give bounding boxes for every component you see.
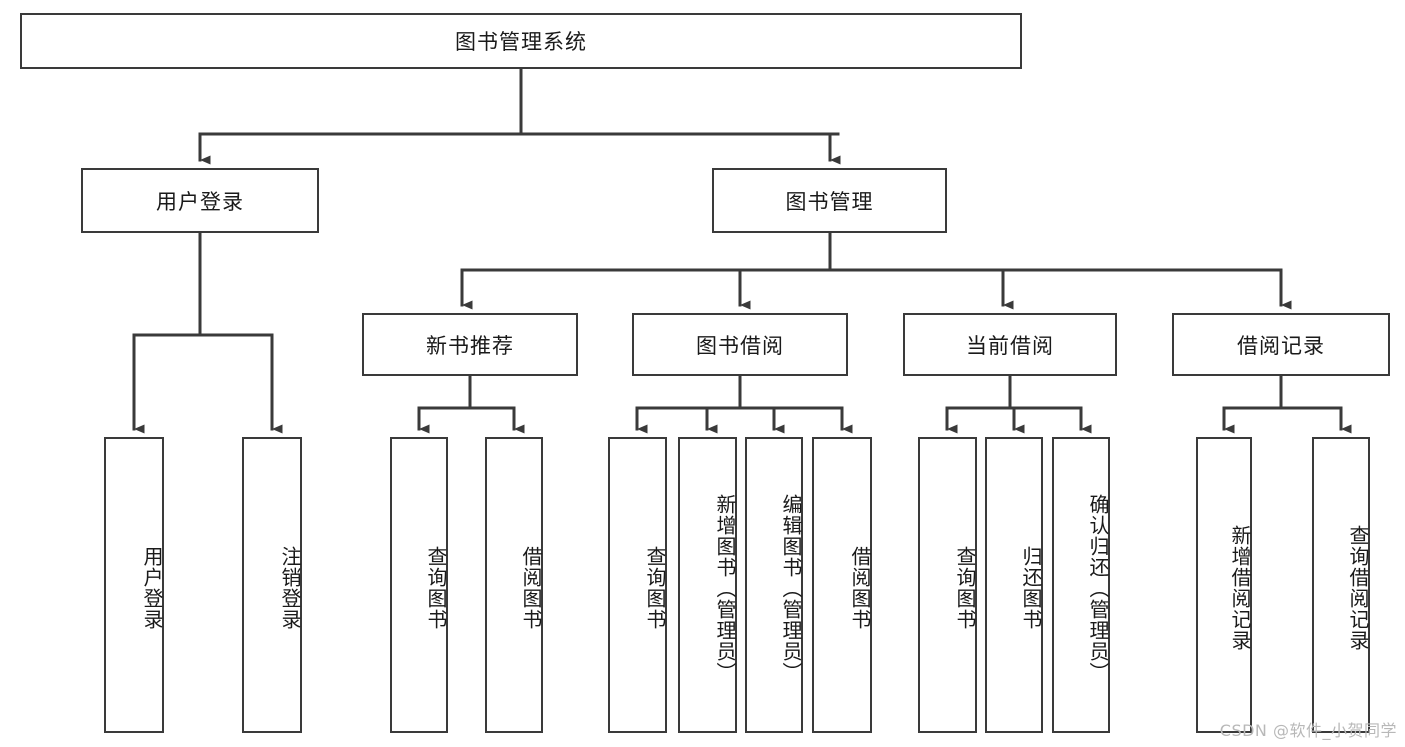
node-label: 用户登录: [156, 189, 244, 214]
node-label: 查询图书: [643, 546, 667, 630]
node-label: 图书借阅: [696, 333, 784, 358]
leaf-query-borrow-record[interactable]: 查询借阅记录: [1312, 437, 1370, 733]
node-user-login[interactable]: 用户登录: [81, 168, 319, 233]
node-book-borrow[interactable]: 图书借阅: [632, 313, 848, 376]
node-label: 用户登录: [140, 546, 164, 630]
node-root[interactable]: 图书管理系统: [20, 13, 1022, 69]
node-label: 新增借阅记录: [1228, 525, 1252, 651]
node-label: 借阅图书: [519, 546, 543, 630]
node-new-book-recommend[interactable]: 新书推荐: [362, 313, 578, 376]
leaf-borrow-book-recommend[interactable]: 借阅图书: [485, 437, 543, 733]
leaf-add-book-admin[interactable]: 新增图书（管理员）: [678, 437, 737, 733]
leaf-edit-book-admin[interactable]: 编辑图书（管理员）: [745, 437, 803, 733]
csdn-watermark: CSDN @软件_小贺同学: [1219, 721, 1397, 740]
leaf-user-login[interactable]: 用户登录: [104, 437, 164, 733]
node-book-management[interactable]: 图书管理: [712, 168, 947, 233]
node-label: 查询借阅记录: [1346, 525, 1370, 651]
node-label: 图书管理: [785, 189, 874, 214]
node-label: 查询图书: [953, 546, 977, 630]
node-label: 当前借阅: [966, 333, 1054, 358]
leaf-borrow-book[interactable]: 借阅图书: [812, 437, 872, 733]
leaf-query-book-recommend[interactable]: 查询图书: [390, 437, 448, 733]
leaf-confirm-return-admin[interactable]: 确认归还（管理员）: [1052, 437, 1110, 733]
leaf-return-book[interactable]: 归还图书: [985, 437, 1043, 733]
node-label: 注销登录: [278, 546, 302, 630]
leaf-query-book-borrow[interactable]: 查询图书: [608, 437, 667, 733]
node-label: 确认归还（管理员）: [1086, 493, 1110, 683]
node-label: 新增图书（管理员）: [713, 493, 737, 683]
leaf-query-book-current[interactable]: 查询图书: [918, 437, 977, 733]
node-label: 归还图书: [1019, 546, 1043, 630]
node-current-borrow[interactable]: 当前借阅: [903, 313, 1117, 376]
node-borrow-records[interactable]: 借阅记录: [1172, 313, 1390, 376]
node-label: 编辑图书（管理员）: [779, 493, 803, 683]
leaf-logout[interactable]: 注销登录: [242, 437, 302, 733]
node-label: 借阅图书: [848, 546, 872, 630]
node-label: 借阅记录: [1237, 333, 1325, 358]
node-label: 图书管理系统: [455, 30, 587, 54]
node-label: 查询图书: [424, 546, 448, 630]
node-label: 新书推荐: [426, 333, 514, 358]
leaf-add-borrow-record[interactable]: 新增借阅记录: [1196, 437, 1252, 733]
